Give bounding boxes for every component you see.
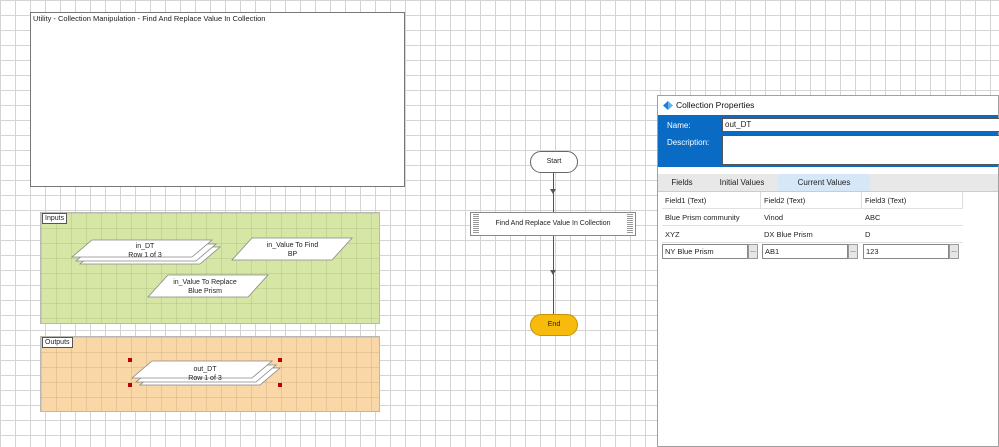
in-value-to-replace-shape bbox=[147, 274, 269, 298]
column-header-field1[interactable]: Field1 (Text) bbox=[662, 192, 761, 209]
in-value-to-find-item[interactable]: in_Value To Find BP bbox=[250, 241, 335, 259]
table-cell[interactable]: Vinod bbox=[761, 209, 862, 226]
tab-current-values[interactable]: Current Values bbox=[778, 174, 870, 191]
inputs-label: Inputs bbox=[42, 213, 68, 224]
out-dt-detail: Row 1 of 3 bbox=[188, 375, 222, 382]
in-value-to-find-detail: BP bbox=[287, 251, 298, 258]
name-label: Name: bbox=[667, 121, 691, 130]
selection-handle[interactable] bbox=[278, 383, 282, 387]
in-value-to-find-shape bbox=[231, 237, 353, 261]
connector-arrow-icon bbox=[550, 270, 556, 275]
table-cell[interactable]: D bbox=[862, 226, 963, 243]
subprocess-bar-left bbox=[473, 214, 479, 234]
out-dt-item[interactable]: out_DT Row 1 of 3 bbox=[165, 365, 245, 383]
table-cell[interactable]: Blue Prism community bbox=[662, 209, 761, 226]
row3-field3-ellipsis-button[interactable]: ... bbox=[949, 244, 959, 259]
dialog-tabs: Fields Initial Values Current Values bbox=[658, 174, 998, 192]
outputs-label: Outputs bbox=[42, 337, 73, 348]
in-value-to-replace-detail: Blue Prism bbox=[188, 288, 222, 295]
dialog-titlebar[interactable]: Collection Properties bbox=[658, 96, 998, 115]
dialog-header: Name: out_DT Description: bbox=[658, 115, 999, 167]
description-label: Description: bbox=[667, 138, 710, 147]
collection-icon bbox=[663, 101, 673, 110]
process-to-end-connector[interactable] bbox=[553, 236, 554, 314]
column-header-field3[interactable]: Field3 (Text) bbox=[862, 192, 963, 209]
column-header-field2[interactable]: Field2 (Text) bbox=[761, 192, 862, 209]
description-field[interactable] bbox=[722, 135, 999, 165]
row3-field1-input[interactable]: NY Blue Prism bbox=[662, 244, 748, 259]
in-dt-detail: Row 1 of 3 bbox=[128, 252, 162, 259]
selection-handle[interactable] bbox=[278, 358, 282, 362]
row3-field2-input[interactable]: AB1 bbox=[762, 244, 848, 259]
table-cell[interactable]: DX Blue Prism bbox=[761, 226, 862, 243]
row3-field2-ellipsis-button[interactable]: ... bbox=[848, 244, 858, 259]
out-dt-collection-shape bbox=[130, 360, 282, 386]
start-stage[interactable]: Start bbox=[530, 151, 578, 173]
table-cell[interactable]: XYZ bbox=[662, 226, 761, 243]
row3-field3-input[interactable]: 123 bbox=[863, 244, 949, 259]
in-dt-item[interactable]: in_DT Row 1 of 3 bbox=[105, 242, 185, 260]
connector-arrow-icon bbox=[550, 189, 556, 194]
note-title: Utility - Collection Manipulation - Find… bbox=[33, 14, 266, 23]
tab-fields[interactable]: Fields bbox=[671, 178, 693, 187]
selection-handle[interactable] bbox=[128, 383, 132, 387]
end-stage[interactable]: End bbox=[530, 314, 578, 336]
in-dt-name: in_DT bbox=[135, 243, 155, 250]
in-dt-collection-shape bbox=[70, 239, 222, 265]
selection-handle[interactable] bbox=[128, 358, 132, 362]
page-description-note[interactable]: Utility - Collection Manipulation - Find… bbox=[30, 12, 405, 187]
row3-field1-ellipsis-button[interactable]: ... bbox=[748, 244, 758, 259]
tab-initial-values[interactable]: Initial Values bbox=[719, 178, 765, 187]
subprocess-bar-right bbox=[627, 214, 633, 234]
in-value-to-replace-name: in_Value To Replace bbox=[173, 279, 237, 286]
inputs-block[interactable]: Inputs bbox=[40, 212, 380, 324]
table-cell[interactable]: ABC bbox=[862, 209, 963, 226]
in-value-to-find-name: in_Value To Find bbox=[266, 242, 319, 249]
process-stage-label: Find And Replace Value In Collection bbox=[495, 220, 611, 227]
name-field[interactable]: out_DT bbox=[722, 118, 999, 132]
find-replace-process-stage[interactable]: Find And Replace Value In Collection bbox=[470, 212, 636, 236]
in-value-to-replace-item[interactable]: in_Value To Replace Blue Prism bbox=[160, 278, 250, 296]
dialog-title: Collection Properties bbox=[676, 100, 755, 110]
out-dt-name: out_DT bbox=[193, 366, 217, 373]
collection-properties-dialog: Collection Properties Name: out_DT Descr… bbox=[657, 95, 999, 447]
